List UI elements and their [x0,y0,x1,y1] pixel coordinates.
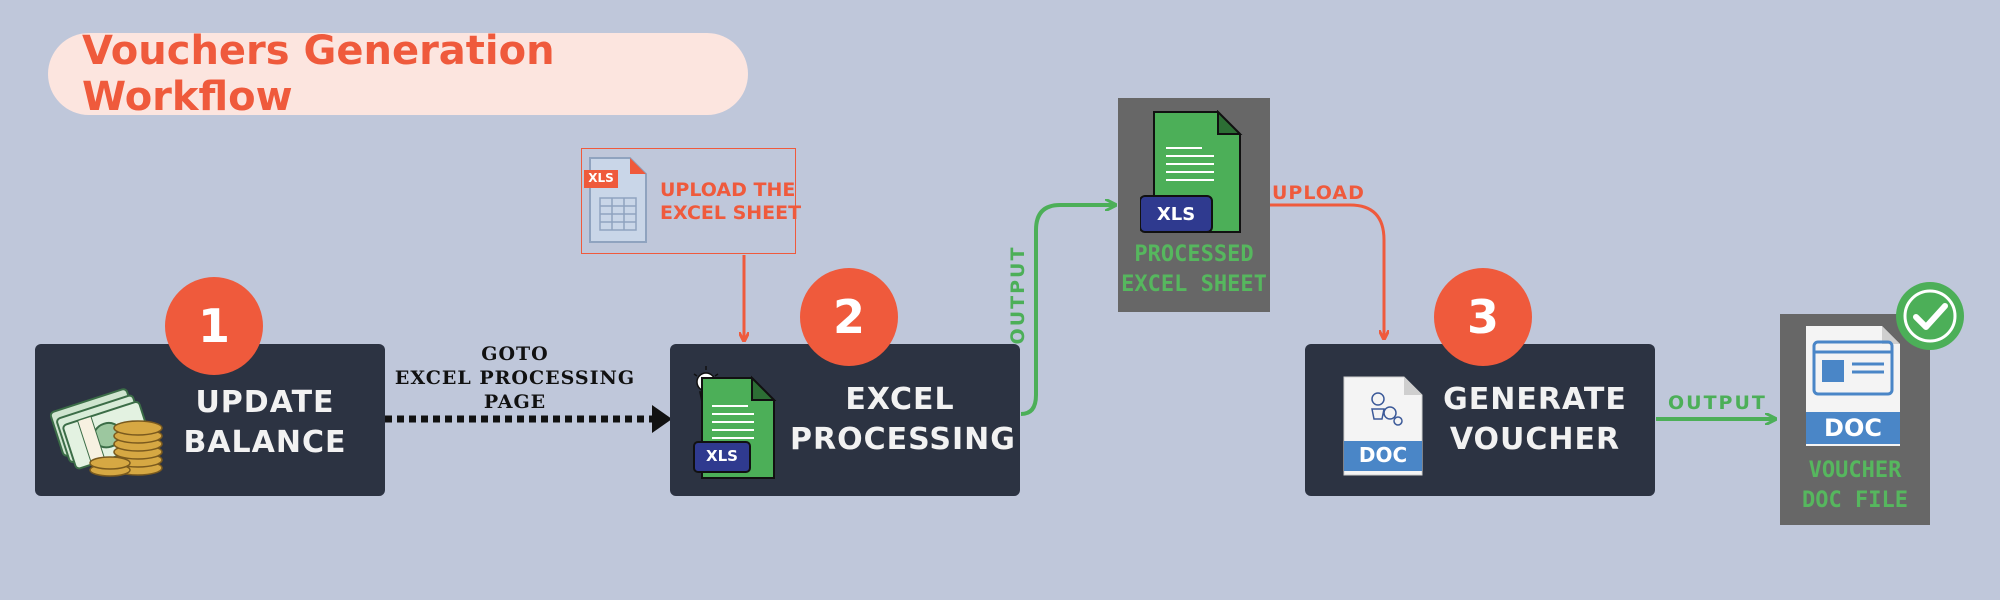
diagram-title-pill: Vouchers Generation Workflow [48,28,748,120]
voucher-doc-icon [1806,326,1900,446]
voucher-card-line2: DOC FILE [1802,488,1908,513]
step-1-label: UPDATE BALANCE [175,383,355,463]
processed-card-label: PROCESSED EXCEL SHEET [1118,240,1270,300]
step-2-icon-badge: XLS [706,447,738,465]
step-3-label: GENERATE VOUCHER [1435,380,1635,460]
step-1-label-line1: UPDATE [195,385,335,420]
step-2-badge: 2 [800,268,898,366]
step-1-badge: 1 [165,277,263,375]
goto-label: GOTO EXCEL PROCESSING PAGE [385,342,645,414]
step-1-label-line2: BALANCE [183,425,347,460]
xls-file-icon [693,366,777,479]
diagram-title: Vouchers Generation Workflow [82,28,555,120]
edge-label-output-2: OUTPUT [1668,392,1767,414]
goto-line2: EXCEL PROCESSING [394,367,636,389]
upload-arrow [1270,203,1384,338]
xls-sheet-icon [584,157,647,243]
step-3-label-line2: VOUCHER [1449,422,1621,457]
processed-card-line2: EXCEL SHEET [1121,272,1267,297]
step-3-badge: 3 [1434,268,1532,366]
step-2-label: EXCEL PROCESSING [790,380,1016,460]
step-2-label-line2: PROCESSING [790,422,1016,457]
processed-card-line1: PROCESSED [1134,242,1254,267]
upload-note-box [581,148,796,254]
voucher-card-label: VOUCHER DOC FILE [1780,456,1930,516]
edge-label-output-1: OUTPUT [1007,245,1029,345]
upload-note-line2: EXCEL SHEET [660,202,802,224]
voucher-doc-badge: DOC [1824,414,1882,442]
voucher-doc-card: DOC VOUCHER DOC FILE [1780,314,1930,525]
money-stack-icon [50,388,163,477]
goto-line1: GOTO [481,343,549,365]
processed-excel-card: XLS PROCESSED EXCEL SHEET [1118,98,1270,312]
output-arrow-1 [1020,205,1115,416]
processed-xls-badge: XLS [1156,204,1196,225]
step-2-label-line1: EXCEL [845,382,955,417]
goto-arrowhead [652,405,672,433]
xls-sheet-badge: XLS [588,171,614,185]
step-3-icon-badge: DOC [1358,443,1408,467]
processed-xls-icon [1140,110,1243,233]
doc-file-icon [1343,376,1423,476]
edge-label-upload: UPLOAD [1272,182,1365,204]
goto-line3: PAGE [483,391,547,413]
voucher-card-line1: VOUCHER [1808,458,1902,483]
upload-note-line1: UPLOAD THE [660,179,796,201]
upload-note-text: UPLOAD THE EXCEL SHEET [660,179,801,225]
checkmark-icon [1896,282,1964,350]
step-3-label-line1: GENERATE [1443,382,1627,417]
